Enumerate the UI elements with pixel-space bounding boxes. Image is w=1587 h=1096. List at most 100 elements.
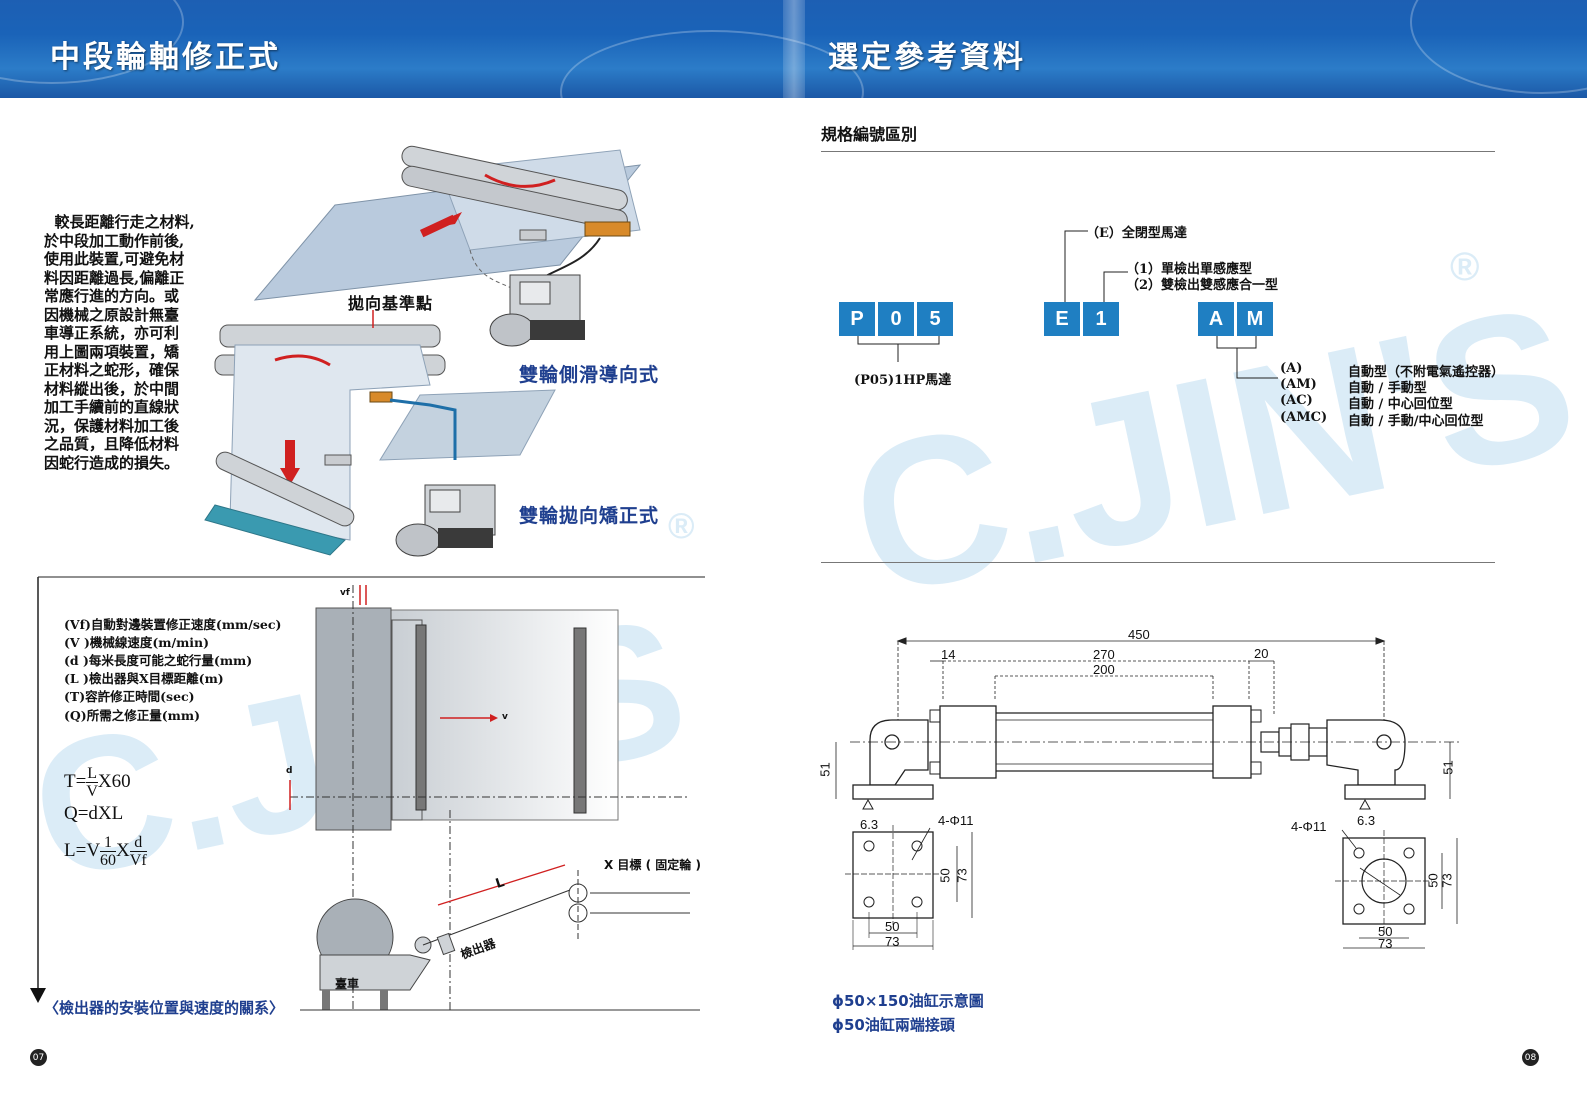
- legend-v: (V )機械線速度(m/min): [64, 635, 210, 650]
- mode-desc: 自動 / 手動/中心回位型: [1348, 414, 1484, 429]
- cylinder-caption: ϕ50×150油缸示意圖: [832, 992, 984, 1010]
- dim-73-left-h: 73: [885, 934, 900, 949]
- dim-6-3-right: 6.3: [1357, 813, 1376, 828]
- formula-part: Vf: [129, 852, 147, 869]
- section-rule-top: [821, 151, 1495, 152]
- type2-label: 雙輪拋向矯正式: [519, 505, 660, 527]
- type1-label: 雙輪側滑導向式: [519, 364, 660, 386]
- dim-20: 20: [1254, 646, 1269, 661]
- formula-part: V: [86, 783, 98, 800]
- left-page-title: 中段輪軸修正式: [50, 40, 281, 75]
- lower-machine-illustration: [204, 310, 556, 557]
- registered-mark-left: ®: [668, 505, 695, 546]
- hole-spec-right: 4-Φ11: [1291, 819, 1327, 834]
- upper-machine-illustration: [253, 145, 642, 347]
- dim-73-right-v: 73: [1439, 873, 1455, 888]
- formula-part: 60: [100, 852, 117, 869]
- motor-note: (P05)1HP馬達: [854, 373, 952, 388]
- dim-450: 450: [1128, 627, 1150, 642]
- dim-50-left-h: 50: [885, 919, 900, 934]
- dim-14: 14: [941, 647, 956, 662]
- diagram-caption: 〈檢出器的安裝位置與速度的關系〉: [44, 999, 285, 1017]
- description-line: 之品質，且降低材料: [44, 435, 180, 453]
- dim-73-left-v: 73: [954, 868, 970, 883]
- formula-Q: Q=dXL: [64, 803, 124, 824]
- model-code-group-mode: A M: [1198, 302, 1273, 336]
- mode-code: (AM): [1280, 377, 1317, 392]
- d-label: d: [286, 766, 293, 776]
- code-brackets: [857, 230, 1278, 379]
- dim-270: 270: [1093, 647, 1115, 662]
- mode-code: (A): [1280, 361, 1303, 376]
- formula-part: X: [116, 839, 130, 861]
- legend-T: (T)容許修正時間(sec): [64, 689, 195, 704]
- description-line: 常應行進的方向。或: [44, 287, 180, 305]
- description-line: 況，保護材料加工後: [44, 416, 180, 435]
- dim-200: 200: [1093, 662, 1115, 677]
- description-line: 因機械之原設計無臺: [44, 305, 180, 324]
- joint-caption: ϕ50油缸兩端接頭: [832, 1016, 955, 1034]
- vf-label: vf: [340, 588, 350, 598]
- dim-73-right-h: 73: [1378, 936, 1393, 951]
- target-wheel-label: X 目標 ( 固定輪 ): [604, 858, 701, 872]
- section-rule-middle: [821, 562, 1495, 563]
- code-char: 0: [878, 302, 914, 336]
- formula-part: L=V: [64, 839, 101, 861]
- description-line: 較長距離行走之材料,: [44, 213, 195, 231]
- hole-spec-left: 4-Φ11: [938, 813, 974, 828]
- formula-part: X60: [97, 770, 131, 792]
- code-char: M: [1237, 302, 1273, 336]
- code-char: 1: [1083, 302, 1119, 336]
- mode-desc: 自動 / 手動型: [1348, 381, 1427, 396]
- model-code-group-motor: P 0 5: [839, 302, 953, 336]
- formula-part: 1: [100, 834, 117, 852]
- dim-6-3-left: 6.3: [860, 817, 879, 832]
- description-text: 較長距離行走之材料, 於中段加工動作前後, 使用此裝置,可避免材 料因距離過長,…: [44, 213, 212, 472]
- reference-point-label: 拋向基準點: [348, 294, 434, 313]
- right-page-title: 選定參考資料: [828, 40, 1026, 75]
- dim-50-left-v: 50: [937, 868, 953, 883]
- dim-51-left: 51: [817, 762, 833, 777]
- code-char: E: [1044, 302, 1080, 336]
- description-line: 車導正系統，亦可利: [44, 324, 180, 342]
- dim-50-right-h: 50: [1378, 924, 1393, 939]
- mode-desc: 自動型（不附電氣遙控器）: [1348, 365, 1505, 380]
- registered-mark-right: ®: [1450, 245, 1480, 289]
- mode-code: (AC): [1280, 393, 1313, 408]
- description-line: 使用此裝置,可避免材: [44, 250, 185, 268]
- model-code-group-sensor: E 1: [1044, 302, 1119, 336]
- dim-50-right-v: 50: [1425, 873, 1441, 888]
- description-line: 於中段加工動作前後,: [44, 231, 185, 250]
- description-line: 材料縱出後，於中間: [44, 379, 180, 398]
- page-number-left: 07: [30, 1049, 47, 1066]
- code-char: P: [839, 302, 875, 336]
- sensor-option-1: （1）單檢出單感應型: [1126, 262, 1253, 277]
- section-title: 規格編號區別: [821, 125, 918, 144]
- down-arrow-icon: [30, 988, 46, 1003]
- description-line: 因蛇行造成的損失。: [44, 453, 180, 472]
- mode-desc: 自動 / 中心回位型: [1348, 397, 1453, 412]
- code-char: A: [1198, 302, 1234, 336]
- page-number-right: 08: [1522, 1049, 1539, 1066]
- legend-d: (d )每米長度可能之蛇行量(mm): [64, 653, 253, 668]
- legend-vf: (Vf)自動對邊裝置修正速度(mm/sec): [64, 617, 282, 632]
- formula-part: d: [129, 834, 147, 852]
- description-line: 料因距離過長,偏離正: [44, 268, 185, 287]
- code-char: 5: [917, 302, 953, 336]
- header-band: [0, 0, 1587, 98]
- formula-part: T=: [64, 770, 87, 792]
- description-line: 用上圖兩項裝置，矯: [44, 342, 180, 361]
- description-line: 加工手續前的直線狀: [44, 398, 180, 416]
- legend-L: (L )檢出器與X目標距離(m): [64, 671, 224, 686]
- motor-enclosure-note: （E）全閉型馬達: [1086, 226, 1187, 241]
- dim-51-right: 51: [1440, 760, 1456, 775]
- page-fold: [783, 0, 805, 98]
- mode-code: (AMC): [1280, 410, 1328, 425]
- v-label: v: [502, 712, 508, 722]
